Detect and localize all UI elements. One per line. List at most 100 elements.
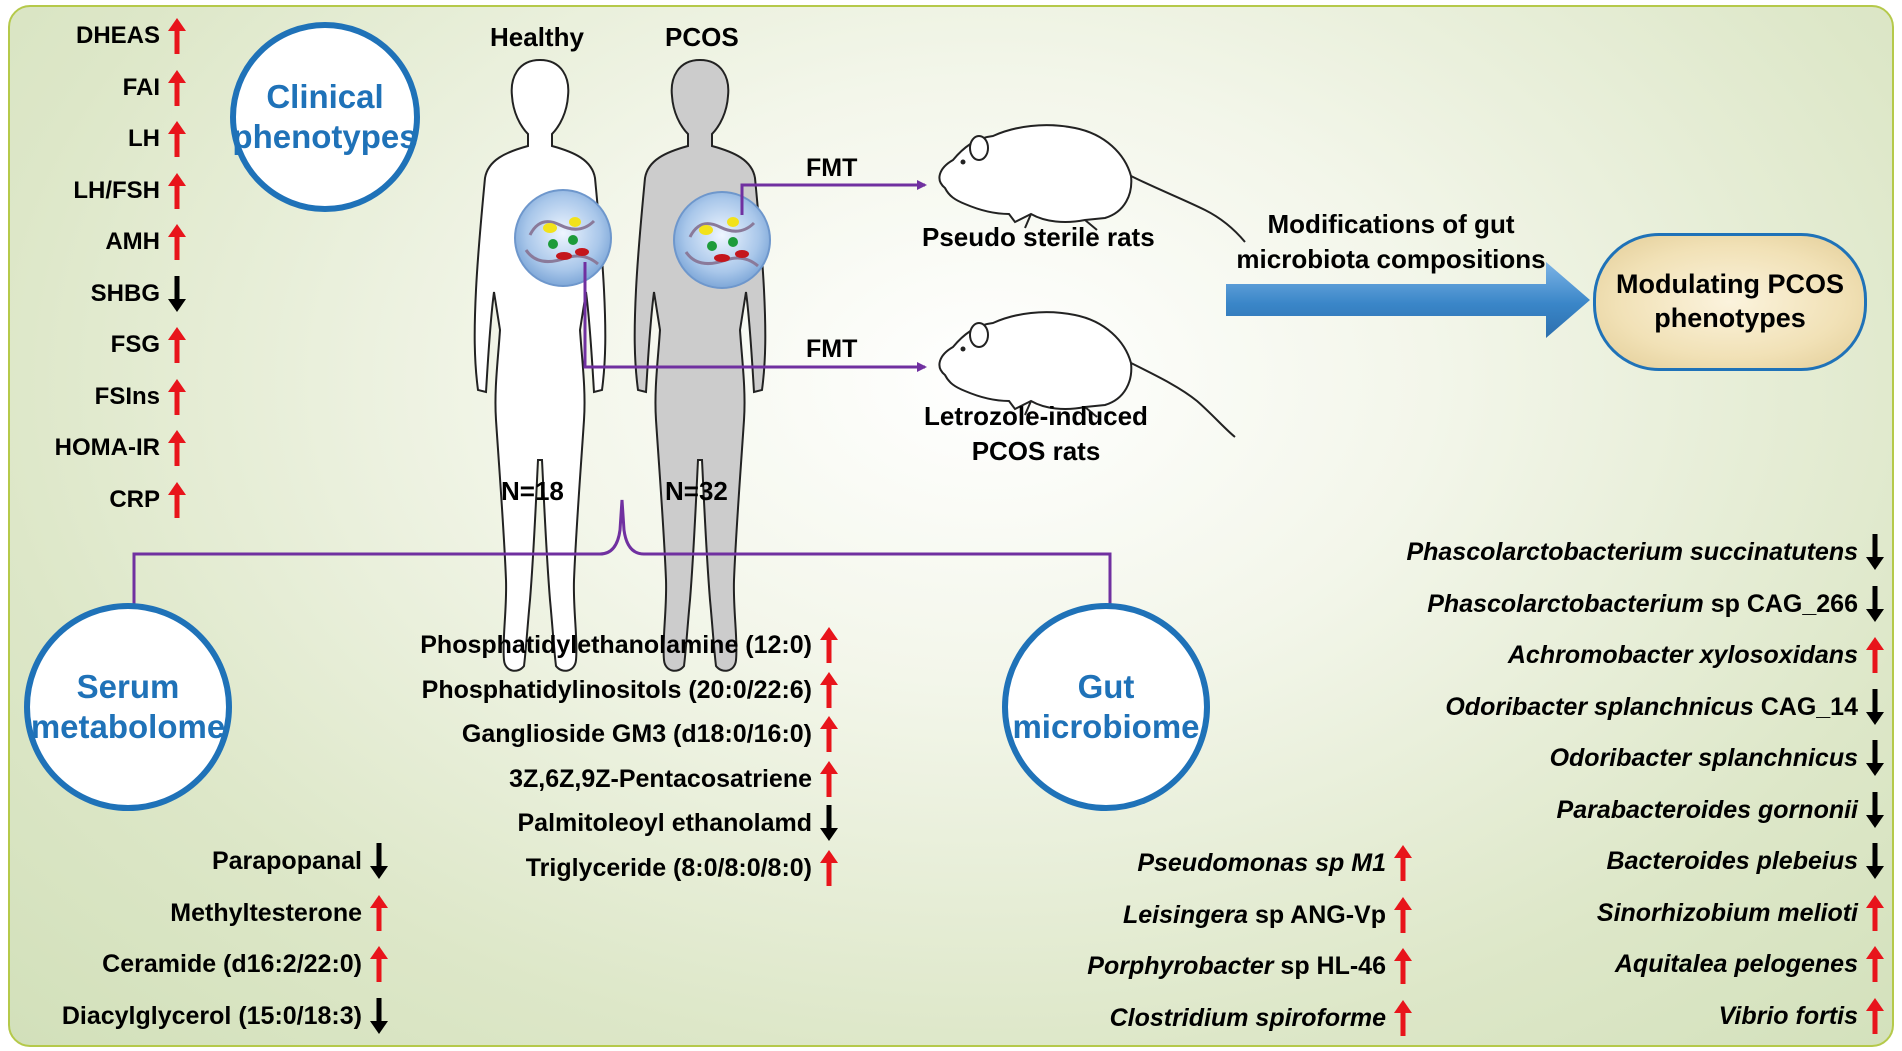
taxon-item: Clostridium spiroforme — [1006, 1005, 1386, 1031]
taxon-item: Odoribacter splanchnicus — [1298, 746, 1858, 771]
split-brace — [132, 499, 1112, 605]
taxon-strain: sp CAG_266 — [1703, 589, 1858, 618]
arrow-up-icon — [168, 69, 186, 106]
arrow-up-icon — [370, 946, 388, 982]
arrow-up-icon — [1394, 845, 1412, 881]
gut-microbiota-icon — [673, 191, 771, 289]
taxon-name: Phascolarctobacterium — [1427, 589, 1704, 618]
clinical-marker: CRP — [109, 485, 160, 513]
arrow-up-icon — [370, 894, 388, 931]
taxon-item: Pseudomonas sp M1 — [1006, 851, 1386, 876]
metabolite-item: Phosphatidylethanolamine (12:0) — [420, 631, 812, 659]
metabolite-item: 3Z,6Z,9Z-Pentacosatriene — [509, 764, 812, 793]
arrow-up-icon — [168, 430, 186, 466]
fmt-label-top: FMT — [806, 154, 858, 182]
taxon-item: Phascolarctobacterium succinatutens — [1298, 540, 1858, 565]
clinical-marker: SHBG — [90, 279, 160, 307]
taxon-item: Porphyrobacter sp HL-46 — [1006, 954, 1386, 979]
arrow-down-icon — [168, 275, 186, 312]
taxon-item: Sinorhizobium melioti — [1298, 898, 1858, 927]
arrow-up-icon — [168, 481, 186, 518]
n-healthy-label: N=18 — [501, 476, 564, 506]
clinical-marker: LH/FSH — [73, 176, 160, 204]
gut-microbiome-circle: Gut microbiome — [1002, 603, 1210, 811]
clinical-marker: DHEAS — [75, 22, 160, 49]
arrow-down-icon — [1866, 843, 1884, 879]
arrow-up-icon — [1866, 997, 1884, 1034]
arrow-up-icon — [1866, 894, 1884, 931]
clinical-marker: FSIns — [94, 382, 160, 410]
arrow-up-icon — [1866, 946, 1884, 982]
taxon-strain: CAG_14 — [1753, 692, 1858, 721]
arrow-up-icon — [820, 627, 838, 663]
clinical-marker: LH — [128, 125, 160, 152]
taxon-name: Bacteroides plebeius — [1606, 847, 1858, 875]
taxon-name: Pseudomonas sp M1 — [1137, 849, 1386, 877]
serum-metabolome-circle: Serum metabolome — [24, 603, 232, 811]
taxon-strain: sp ANG-Vp — [1248, 900, 1386, 929]
healthy-label: Healthy — [490, 22, 584, 52]
arrow-up-icon — [1394, 948, 1412, 984]
clinical-marker: FAI — [122, 73, 160, 101]
arrow-down-icon — [1866, 791, 1884, 828]
arrow-down-icon — [370, 843, 388, 879]
letrozole-rats-label-line1: Letrozole-induced — [924, 401, 1148, 431]
taxon-name: Porphyrobacter — [1087, 952, 1274, 980]
taxon-item: Aquitalea pelogenes — [1298, 952, 1858, 977]
arrow-up-icon — [1394, 896, 1412, 933]
metabolite-item: Diacylglycerol (15:0/18:3) — [61, 1001, 362, 1030]
taxon-strain: sp HL-46 — [1273, 952, 1386, 980]
taxon-name: Achromobacter xylosoxidans — [1507, 641, 1858, 669]
arrow-up-icon — [168, 378, 186, 415]
arrow-up-icon — [168, 224, 186, 260]
arrow-up-icon — [820, 760, 838, 797]
arrow-up-icon — [820, 849, 838, 886]
metabolite-item: Triglyceride (8:0/8:0/8:0) — [525, 853, 812, 882]
metabolite-item: Parapopanal — [211, 847, 362, 875]
taxon-name: Parabacteroides gornonii — [1556, 795, 1858, 824]
taxon-name: Vibrio fortis — [1718, 1001, 1858, 1030]
taxon-item: Odoribacter splanchnicus CAG_14 — [1298, 692, 1858, 721]
arrow-down-icon — [370, 997, 388, 1034]
arrow-down-icon — [1866, 585, 1884, 622]
pseudo-sterile-rats-label: Pseudo sterile rats — [922, 222, 1155, 252]
taxon-name: Sinorhizobium melioti — [1596, 898, 1858, 927]
modulating-pcos-box: Modulating PCOS phenotypes — [1593, 233, 1867, 371]
arrow-up-icon — [168, 327, 186, 363]
taxon-item: Vibrio fortis — [1298, 1001, 1858, 1030]
clinical-marker: HOMA-IR — [54, 434, 160, 461]
serum-metabolome-label: Serum metabolome — [30, 668, 226, 745]
arrow-up-icon — [1866, 637, 1884, 673]
fmt-arrow-bottom — [583, 262, 927, 372]
modification-text-line2: microbiota compositions — [1236, 244, 1546, 274]
metabolite-item: Phosphatidylinositols (20:0/22:6) — [421, 675, 812, 704]
pcos-label: PCOS — [665, 22, 739, 52]
clinical-marker: FSG — [110, 331, 160, 358]
clinical-phenotypes-label: Clinical phenotypes — [232, 78, 418, 155]
letrozole-rats-label-line2: PCOS rats — [971, 436, 1101, 466]
taxon-name: Phascolarctobacterium succinatutens — [1406, 538, 1858, 566]
fmt-arrow-top — [740, 180, 927, 215]
metabolite-item: Ceramide (d16:2/22:0) — [102, 950, 362, 978]
arrow-down-icon — [820, 805, 838, 841]
modification-arrow — [1226, 262, 1590, 338]
taxon-item: Parabacteroides gornonii — [1298, 795, 1858, 824]
taxon-item: Achromobacter xylosoxidans — [1298, 643, 1858, 668]
taxon-item: Phascolarctobacterium sp CAG_266 — [1298, 589, 1858, 618]
arrow-up-icon — [820, 671, 838, 708]
human-silhouette-icon — [633, 58, 767, 672]
taxon-item: Bacteroides plebeius — [1298, 849, 1858, 874]
arrow-down-icon — [1866, 534, 1884, 570]
taxon-name: Leisingera — [1122, 900, 1249, 929]
gut-microbiome-label: Gut microbiome — [1012, 668, 1200, 745]
clinical-phenotypes-circle: Clinical phenotypes — [230, 22, 420, 212]
arrow-up-icon — [168, 172, 186, 209]
clinical-marker: AMH — [105, 228, 160, 255]
gut-microbiota-icon — [514, 189, 612, 287]
arrow-up-icon — [168, 121, 186, 157]
metabolite-item: Ganglioside GM3 (d18:0/16:0) — [461, 720, 812, 748]
arrow-down-icon — [1866, 688, 1884, 725]
metabolite-item: Methyltesterone — [170, 898, 362, 927]
